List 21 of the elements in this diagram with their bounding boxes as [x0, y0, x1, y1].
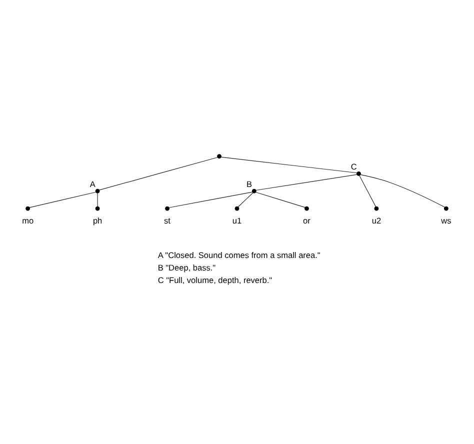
- node-circle: [95, 206, 100, 211]
- node-circle: [252, 188, 256, 194]
- connector: [97, 192, 98, 207]
- node-circle: [356, 172, 361, 176]
- node-circle: [95, 188, 100, 194]
- connector: [220, 156, 358, 174]
- node-circle: [444, 206, 448, 211]
- connector: [98, 157, 218, 190]
- connector: [238, 192, 254, 208]
- node-circle: [304, 206, 309, 211]
- node-circle: [217, 154, 222, 158]
- node-circle: [26, 206, 30, 211]
- node-circle: [165, 206, 170, 211]
- connector: [359, 175, 376, 207]
- connector: [256, 192, 306, 208]
- node-circle: [234, 206, 240, 211]
- connector: [256, 174, 358, 191]
- connector: [168, 192, 253, 208]
- connector: [29, 192, 96, 208]
- connector: [360, 174, 445, 208]
- node-circle: [374, 206, 379, 211]
